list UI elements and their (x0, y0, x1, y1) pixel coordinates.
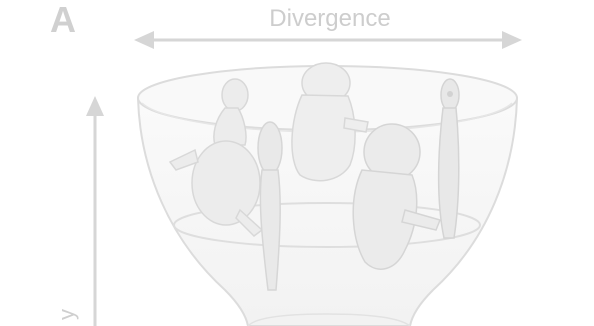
divergence-arrow (134, 31, 522, 49)
panel-label: A (50, 2, 76, 38)
lizard-embryo (439, 79, 459, 238)
divergence-label: Divergence (250, 7, 410, 31)
side-axis-label: y (56, 280, 96, 320)
